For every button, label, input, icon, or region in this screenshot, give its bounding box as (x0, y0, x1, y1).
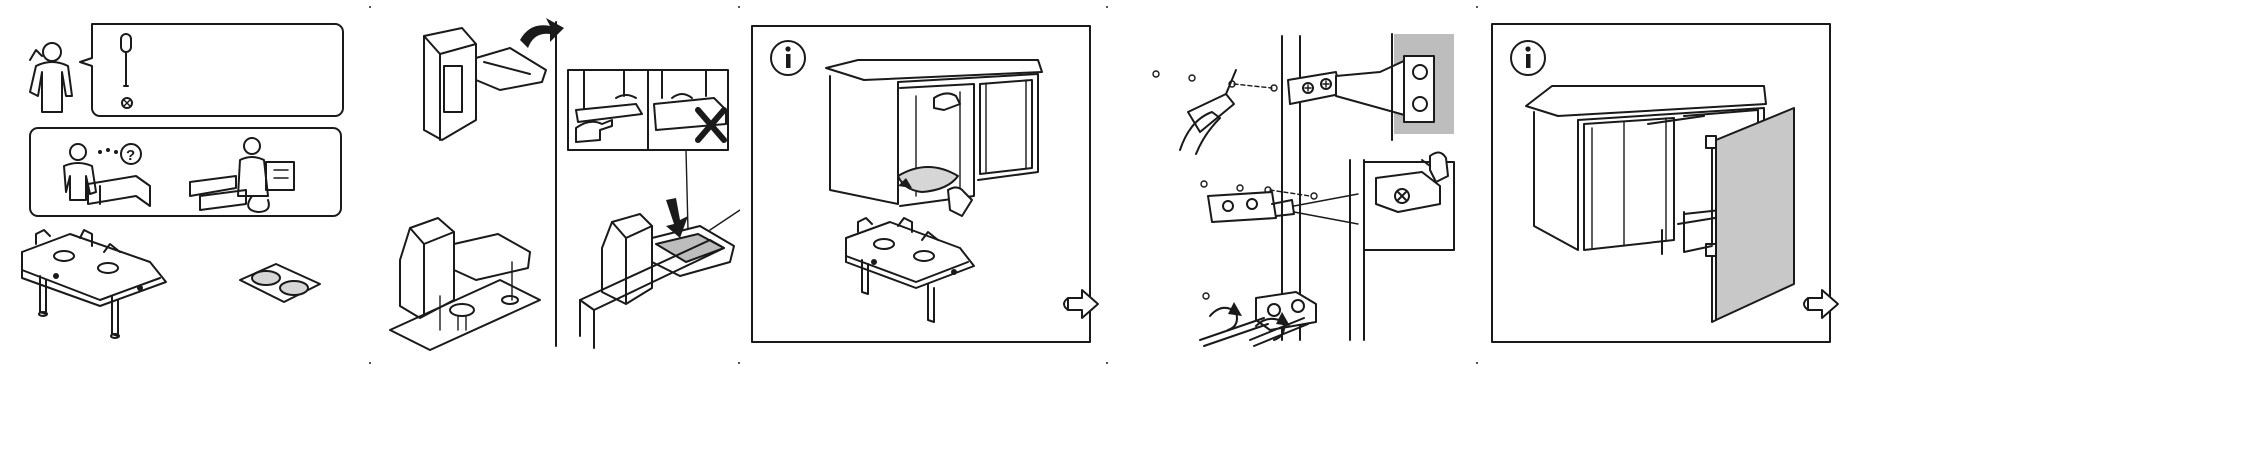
page-3-illustration (748, 0, 1110, 454)
confused-person-icon: ? (64, 144, 150, 206)
bumper-pads (240, 264, 320, 302)
next-page-arrow-icon (1804, 290, 1838, 318)
cabinet-door (1716, 108, 1794, 320)
manual-page-5 (1488, 0, 1848, 454)
page-1-illustration: ? (0, 0, 360, 454)
manual-page-4 (1140, 0, 1480, 454)
manual-page-3 (748, 0, 1110, 454)
info-icon (1511, 41, 1545, 75)
page-4-illustration (1140, 0, 1480, 454)
page-edge-mark (1476, 362, 1478, 364)
correct-vs-wrong-panel (568, 70, 728, 230)
pointing-hand-icon (934, 93, 960, 110)
hinge-top (1706, 136, 1716, 148)
pointing-hand-icon (576, 120, 612, 142)
info-icon (771, 41, 805, 75)
hinge-unclip-step (424, 18, 564, 140)
page-edge-mark (738, 362, 740, 364)
hinge-tighten-step (1200, 292, 1316, 346)
pointing-hand-icon (1430, 152, 1448, 182)
assembly-tips-panel: ? (30, 128, 341, 216)
manual-page-2 (380, 0, 740, 454)
page-edge-mark (1476, 6, 1478, 8)
cabinet-with-door-illustration (1526, 86, 1794, 322)
hinge-mounting-plate (846, 218, 974, 322)
corner-cabinet-illustration (826, 60, 1042, 216)
reading-person-icon (190, 138, 294, 212)
hinge-mounting-plate (22, 230, 166, 338)
page-5-illustration (1488, 0, 1848, 454)
page-edge-mark (369, 362, 371, 364)
page-2-illustration (380, 0, 740, 454)
page-edge-mark (1106, 6, 1108, 8)
next-page-arrow-icon (1064, 290, 1098, 318)
screwdriver-icon (121, 34, 132, 108)
question-icon: ? (126, 147, 135, 164)
manual-page-1: ? (0, 0, 360, 454)
hinge-insert-step (390, 218, 540, 350)
rotate-up-arrow-icon (520, 18, 564, 48)
page-edge-mark (738, 6, 740, 8)
person-icon (30, 43, 72, 112)
page-edge-mark (1106, 362, 1108, 364)
page-edge-mark (369, 6, 371, 8)
tools-required-panel (30, 24, 343, 116)
hinge-press-mount-step (580, 198, 740, 348)
